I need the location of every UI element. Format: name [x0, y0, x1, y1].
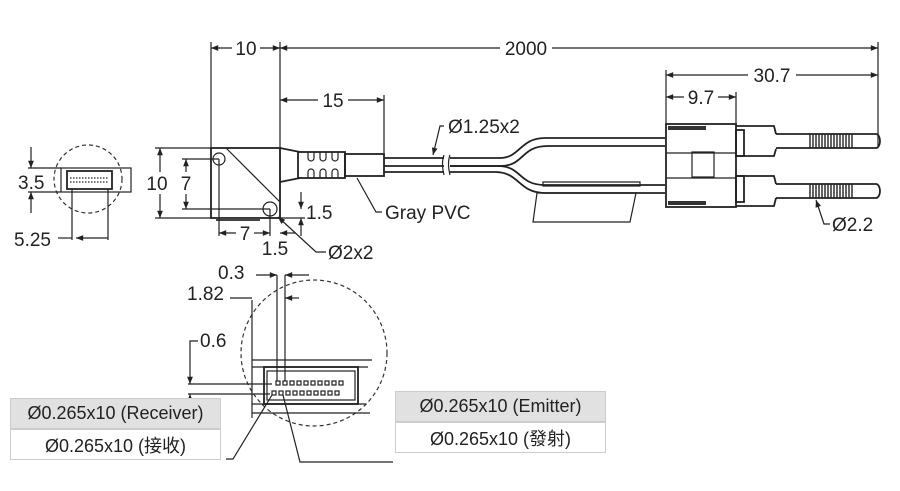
svg-text:30.7: 30.7	[754, 66, 791, 87]
dim-label: 10	[235, 39, 256, 60]
emitter-label-en: Ø0.265x10 (Emitter)	[395, 391, 606, 422]
svg-text:Ø2x2: Ø2x2	[328, 243, 373, 264]
emitter-label-zh: Ø0.265x10 (發射)	[395, 422, 606, 453]
strain-relief	[279, 147, 385, 183]
dim-head-width: 10	[210, 39, 281, 215]
cable-diameter-callout: Ø1.25x2	[431, 117, 520, 156]
cable-material-callout: Gray PVC	[356, 177, 471, 224]
pin-diameter-callout: Ø2.2	[815, 199, 873, 236]
svg-text:7: 7	[240, 224, 251, 245]
dim-hole-spacing-v: 7	[181, 158, 270, 210]
hole-diameter-callout: Ø2x2	[277, 216, 373, 264]
dim-cable-length: 2000	[280, 39, 879, 146]
svg-text:3.5: 3.5	[18, 173, 44, 194]
dim-sleeve-length: 15	[280, 91, 385, 156]
fiber-row-emitter	[275, 380, 344, 386]
svg-text:2000: 2000	[505, 39, 547, 60]
svg-text:1.82: 1.82	[187, 284, 224, 305]
enlarged-detail-view: 0.3 1.82 0.6	[187, 263, 393, 463]
svg-text:Gray PVC: Gray PVC	[385, 203, 471, 224]
dim-connector-body: 9.7	[665, 88, 737, 124]
dim-hole-spacing-h: 7 1.5	[218, 159, 296, 260]
end-face-view: 3.5 5.25	[14, 144, 132, 251]
svg-text:0.6: 0.6	[200, 331, 226, 352]
svg-text:Ø2.2: Ø2.2	[832, 215, 873, 236]
fiber-row-receiver	[271, 390, 340, 396]
svg-text:10: 10	[146, 174, 167, 195]
dim-head-height: 10	[146, 147, 211, 219]
svg-text:1.5: 1.5	[306, 203, 332, 224]
svg-text:9.7: 9.7	[688, 88, 714, 109]
svg-text:Ø1.25x2: Ø1.25x2	[448, 117, 520, 138]
svg-text:0.3: 0.3	[218, 263, 244, 284]
dim-hole-offset-v: 1.5	[280, 192, 332, 236]
svg-text:15: 15	[322, 91, 343, 112]
receiver-label-zh: Ø0.265x10 (接收)	[10, 429, 221, 460]
svg-text:5.25: 5.25	[14, 230, 51, 251]
receiver-label-en: Ø0.265x10 (Receiver)	[10, 398, 221, 429]
svg-text:1.5: 1.5	[262, 239, 288, 260]
connector	[665, 123, 881, 208]
svg-text:7: 7	[181, 174, 192, 195]
cable	[384, 137, 665, 223]
